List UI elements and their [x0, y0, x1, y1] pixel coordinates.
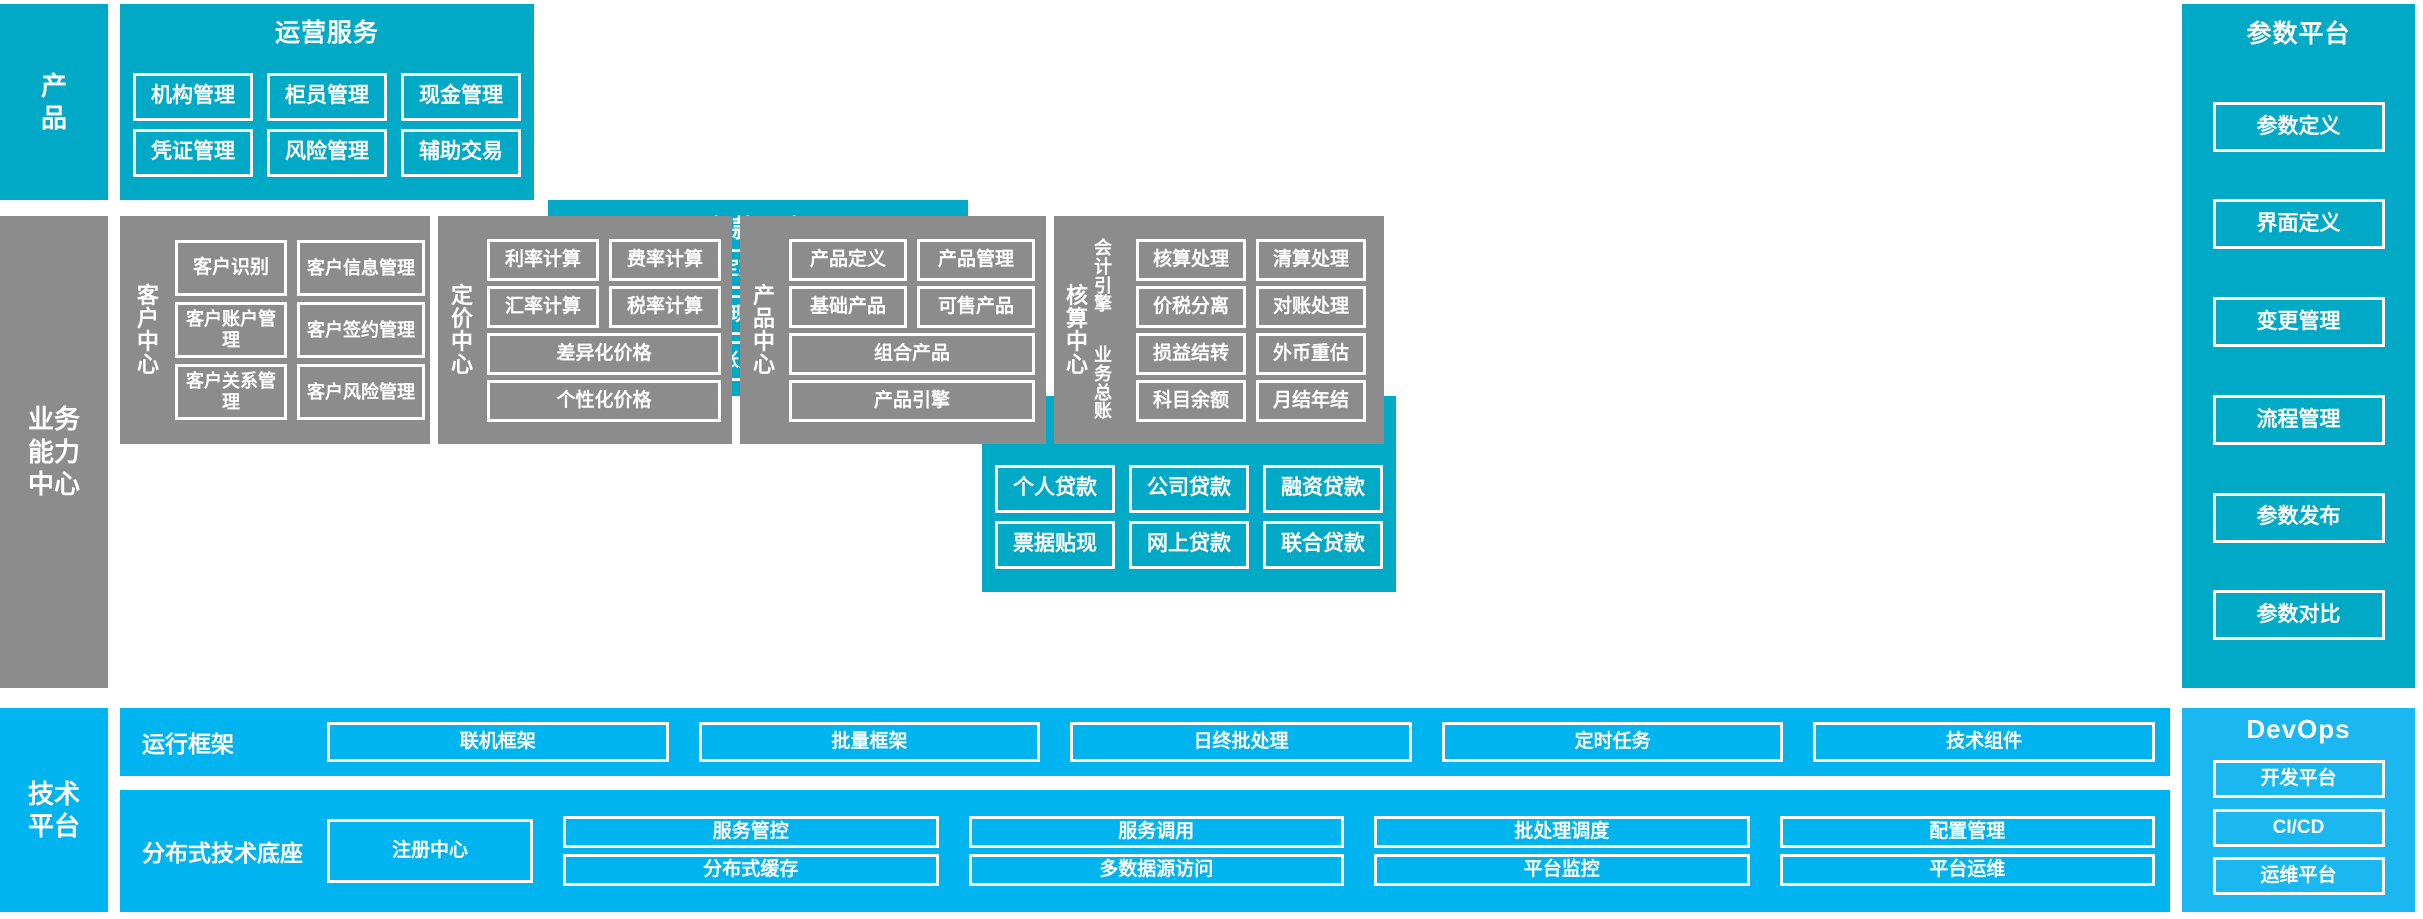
center-accounting: 核算中心 会计引擎 业务总账 核算处理 清算处理 价税分离 对账处理 损益结转 …	[1054, 216, 1384, 444]
service-cell[interactable]: 柜员管理	[267, 72, 387, 121]
service-cell[interactable]: 现金管理	[401, 72, 521, 121]
tech-cell[interactable]: 批处理调度	[1374, 816, 1750, 848]
service-cell[interactable]: 机构管理	[133, 72, 253, 121]
tech-cell[interactable]: 多数据源访问	[968, 854, 1344, 886]
capability-cell[interactable]: 汇率计算	[487, 285, 599, 328]
group-title-operations-services: 运营服务	[274, 19, 379, 47]
capability-cell[interactable]: 客户识别	[175, 240, 287, 296]
layer-rail-business-capability: 业务能力中心	[0, 216, 108, 688]
layer-rail-business-capability-label: 业务能力中心	[27, 404, 80, 500]
capability-cell[interactable]: 税率计算	[609, 285, 721, 328]
parameter-item[interactable]: 参数定义	[2212, 101, 2385, 152]
service-cell[interactable]: 联合贷款	[1263, 520, 1383, 569]
layer-rail-tech-platform-label: 技术平台	[27, 778, 80, 842]
tech-cell[interactable]: 服务管控	[563, 816, 939, 848]
service-cell[interactable]: 网上贷款	[1129, 520, 1249, 569]
tech-cell[interactable]: 平台监控	[1374, 854, 1750, 886]
tech-cell[interactable]: 日终批处理	[1070, 722, 1412, 762]
capability-cell[interactable]: 产品管理	[917, 238, 1035, 281]
center-pricing: 定价中心 利率计算 费率计算 汇率计算 税率计算 差异化价格 个性化价格	[438, 216, 732, 444]
block-label-distributed-base: 分布式技术底座	[142, 840, 303, 866]
capability-cell[interactable]: 价税分离	[1136, 285, 1246, 328]
block-distributed-base: 分布式技术底座 注册中心 服务管控 服务调用 批处理调度 配置管理 分布式缓存 …	[120, 790, 2170, 912]
devops-item[interactable]: 运维平台	[2212, 857, 2385, 896]
panel-title-parameter-platform: 参数平台	[2246, 20, 2351, 48]
capability-cell[interactable]: 客户风险管理	[297, 364, 425, 420]
capability-cell[interactable]: 客户签约管理	[297, 302, 425, 358]
tech-cell[interactable]: 批量框架	[698, 722, 1041, 762]
center-customer: 客户中心 客户识别 客户信息管理 客户账户管理 客户签约管理 客户关系管理 客户…	[120, 216, 430, 444]
sublabel-business-ledger: 业务总账	[1094, 344, 1112, 422]
center-accounting-vlabel: 核算中心	[1065, 282, 1088, 378]
service-cell[interactable]: 辅助交易	[401, 128, 521, 177]
capability-cell[interactable]: 差异化价格	[487, 332, 721, 375]
parameter-item[interactable]: 流程管理	[2212, 394, 2385, 445]
capability-cell[interactable]: 利率计算	[487, 238, 599, 281]
tech-cell[interactable]: 定时任务	[1441, 722, 1784, 762]
service-cell[interactable]: 票据贴现	[995, 520, 1115, 569]
capability-cell[interactable]: 月结年结	[1256, 379, 1366, 422]
capability-cell[interactable]: 客户账户管理	[175, 302, 287, 358]
block-runtime-framework: 运行框架 联机框架 批量框架 日终批处理 定时任务 技术组件	[120, 708, 2170, 776]
capability-cell[interactable]: 外币重估	[1256, 332, 1366, 375]
layer-rail-product-service-label: 产品	[40, 70, 67, 134]
parameter-item[interactable]: 参数对比	[2212, 590, 2385, 641]
parameter-item[interactable]: 界面定义	[2212, 199, 2385, 250]
capability-cell[interactable]: 损益结转	[1136, 332, 1246, 375]
capability-cell[interactable]: 客户信息管理	[297, 240, 425, 296]
tech-cell-registry[interactable]: 注册中心	[327, 819, 533, 883]
tech-cell[interactable]: 技术组件	[1813, 722, 2155, 762]
capability-cell[interactable]: 核算处理	[1136, 238, 1246, 281]
capability-cell[interactable]: 产品引擎	[789, 379, 1035, 422]
group-operations-services: 运营服务 机构管理 柜员管理 现金管理 凭证管理 风险管理 辅助交易	[120, 4, 534, 200]
tech-cell[interactable]: 服务调用	[968, 816, 1344, 848]
capability-cell[interactable]: 可售产品	[917, 285, 1035, 328]
capability-cell[interactable]: 费率计算	[609, 238, 721, 281]
capability-cell[interactable]: 个性化价格	[487, 379, 721, 422]
devops-item[interactable]: 开发平台	[2212, 759, 2385, 798]
capability-cell[interactable]: 清算处理	[1256, 238, 1366, 281]
capability-cell[interactable]: 对账处理	[1256, 285, 1366, 328]
tech-cell[interactable]: 分布式缓存	[563, 854, 939, 886]
center-customer-vlabel: 客户中心	[136, 282, 159, 378]
service-cell[interactable]: 风险管理	[267, 128, 387, 177]
capability-cell[interactable]: 组合产品	[789, 332, 1035, 375]
layer-rail-product-service: 产品	[0, 4, 108, 200]
capability-cell[interactable]: 科目余额	[1136, 379, 1246, 422]
capability-cell[interactable]: 产品定义	[789, 238, 907, 281]
panel-title-devops: DevOps	[2246, 714, 2351, 744]
service-cell[interactable]: 凭证管理	[133, 128, 253, 177]
service-cell[interactable]: 公司贷款	[1129, 464, 1249, 513]
service-cell[interactable]: 个人贷款	[995, 464, 1115, 513]
panel-parameter-platform: 参数平台 参数定义 界面定义 变更管理 流程管理 参数发布 参数对比	[2182, 4, 2415, 688]
layer-rail-tech-platform: 技术平台	[0, 708, 108, 912]
capability-cell[interactable]: 基础产品	[789, 285, 907, 328]
capability-cell[interactable]: 客户关系管理	[175, 364, 287, 420]
sublabel-accounting-engine: 会计引擎	[1094, 237, 1112, 315]
center-product-vlabel: 产品中心	[752, 282, 775, 378]
parameter-item[interactable]: 变更管理	[2212, 297, 2385, 348]
tech-cell[interactable]: 配置管理	[1779, 816, 2155, 848]
tech-cell[interactable]: 平台运维	[1779, 854, 2155, 886]
tech-cell[interactable]: 联机框架	[327, 722, 669, 762]
parameter-item[interactable]: 参数发布	[2212, 492, 2385, 543]
block-label-runtime-framework: 运行框架	[142, 731, 234, 757]
panel-devops: DevOps 开发平台 CI/CD 运维平台	[2182, 708, 2415, 912]
center-pricing-vlabel: 定价中心	[450, 282, 473, 378]
center-product: 产品中心 产品定义 产品管理 基础产品 可售产品 组合产品 产品引擎	[740, 216, 1046, 444]
center-accounting-sublabels: 会计引擎 业务总账	[1094, 223, 1124, 437]
service-cell[interactable]: 融资贷款	[1263, 464, 1383, 513]
devops-item[interactable]: CI/CD	[2212, 808, 2385, 847]
